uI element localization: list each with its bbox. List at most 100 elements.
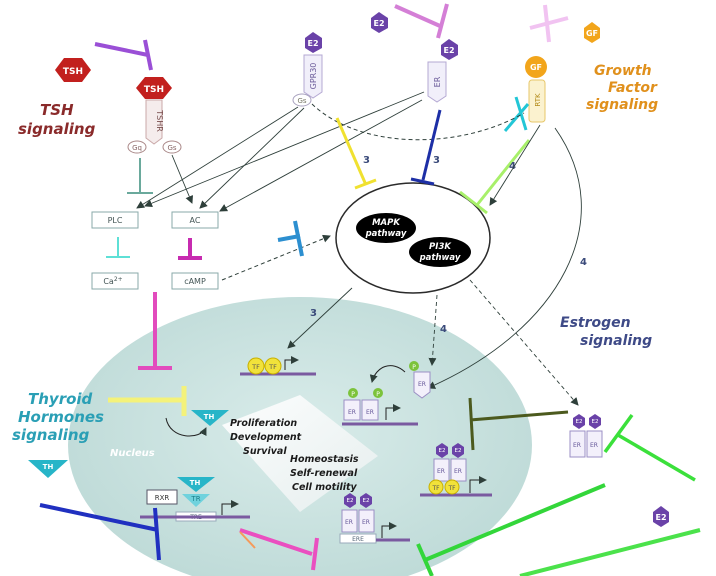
svg-text:TSHR: TSHR bbox=[155, 109, 164, 132]
svg-text:E2: E2 bbox=[363, 498, 370, 504]
inhibitor-plc bbox=[127, 158, 153, 194]
pi3k-pathway: PI3K pathway bbox=[409, 237, 471, 267]
svg-text:Self-renewal: Self-renewal bbox=[290, 468, 358, 479]
svg-text:P: P bbox=[351, 391, 355, 398]
gs-protein-tshr: Gs bbox=[162, 140, 182, 154]
svg-text:E2: E2 bbox=[307, 39, 318, 48]
inhibitor-er-dimer-green bbox=[603, 413, 696, 482]
outcomes-group-1: Proliferation Development Survival bbox=[230, 418, 302, 457]
svg-text:P: P bbox=[376, 391, 380, 398]
th-nuclear: TH bbox=[191, 410, 229, 426]
inhibitor-ere-green-ext bbox=[519, 528, 701, 576]
svg-text:ERE: ERE bbox=[352, 536, 364, 543]
svg-text:TF: TF bbox=[447, 485, 456, 492]
outcomes-group-2: Homeostasis Self-renewal Cell motility bbox=[290, 454, 359, 493]
inhibitor-er-olive bbox=[468, 397, 569, 451]
svg-text:E2: E2 bbox=[347, 498, 354, 504]
svg-text:ER: ER bbox=[573, 442, 581, 449]
tsh-ligand-bound: TSH bbox=[136, 77, 172, 99]
inhibitor-ere-green bbox=[416, 483, 606, 576]
tsh-signaling-label: TSH signaling bbox=[18, 101, 96, 138]
svg-text:TF: TF bbox=[268, 363, 277, 371]
svg-text:Thyroid: Thyroid bbox=[28, 390, 93, 408]
svg-text:Proliferation: Proliferation bbox=[230, 418, 297, 429]
svg-text:ER: ER bbox=[418, 381, 426, 388]
growth-factor-signaling-label: Growth Factor signaling bbox=[586, 63, 658, 113]
th-cycle-arrow bbox=[165, 417, 207, 437]
step-3-er: 3 bbox=[433, 155, 440, 166]
inhibitor-nuclear-yellow bbox=[108, 386, 187, 416]
camp-box: cAMP bbox=[171, 272, 219, 290]
step-4-rtk: 4 bbox=[509, 161, 516, 172]
inhibitor-camp bbox=[178, 238, 202, 260]
svg-text:GF: GF bbox=[530, 63, 542, 72]
e2-ligand-top: E2 bbox=[371, 12, 388, 33]
svg-text:MAPK: MAPK bbox=[372, 218, 401, 228]
rtk-receptor: RTK bbox=[528, 79, 546, 123]
svg-text:E2: E2 bbox=[592, 419, 599, 425]
svg-text:Homeostasis: Homeostasis bbox=[290, 454, 359, 465]
plc-box: PLC bbox=[91, 211, 139, 229]
er-receptor-membrane: ER bbox=[427, 61, 447, 103]
er-dimerization-arrow bbox=[369, 365, 406, 383]
e2-ligand-bottom: E2 bbox=[653, 506, 669, 527]
svg-text:TR: TR bbox=[190, 495, 200, 503]
mapk-pathway: MAPK pathway bbox=[356, 213, 416, 243]
svg-text:AC: AC bbox=[190, 216, 201, 225]
svg-text:ER: ER bbox=[366, 409, 374, 416]
svg-text:RXR: RXR bbox=[155, 494, 170, 502]
svg-text:TF: TF bbox=[431, 485, 440, 492]
svg-text:Gs: Gs bbox=[297, 97, 306, 105]
gpr30-rtk-crosstalk bbox=[311, 103, 525, 141]
svg-text:signaling: signaling bbox=[580, 333, 652, 349]
inhibitor-tr-blue bbox=[39, 503, 161, 561]
tshr-receptor: TSHR bbox=[145, 99, 164, 145]
svg-text:TSH: TSH bbox=[40, 101, 74, 119]
step-3-tf: 3 bbox=[310, 308, 317, 319]
svg-text:pathway: pathway bbox=[419, 253, 461, 263]
inhibitor-er bbox=[394, 3, 449, 39]
svg-text:ER: ER bbox=[437, 468, 445, 475]
mapk-to-tf-arrow bbox=[287, 287, 353, 349]
tf-dimer-gene: TF TF bbox=[240, 356, 316, 376]
er-monomer-phospho: ER P bbox=[409, 361, 431, 399]
inhibitor-mapk-gpr30 bbox=[335, 117, 377, 190]
svg-text:signaling: signaling bbox=[12, 426, 90, 444]
svg-text:Growth: Growth bbox=[594, 63, 652, 79]
e2-er-tf-complex: E2 E2 ER ER TF TF bbox=[420, 443, 492, 497]
step-3-gpr30: 3 bbox=[363, 155, 370, 166]
svg-text:RTK: RTK bbox=[534, 93, 542, 107]
svg-text:TH: TH bbox=[204, 413, 215, 421]
e2-ligand-gpr30: E2 bbox=[305, 32, 322, 53]
inhibitor-tre-pink-stub bbox=[239, 531, 256, 549]
svg-text:Development: Development bbox=[230, 432, 302, 443]
inhibitor-rtk bbox=[503, 96, 530, 132]
inhibitor-camp-mapk bbox=[277, 220, 304, 257]
th-ligand-free: TH bbox=[28, 460, 68, 478]
gf-ligand-top: GF bbox=[584, 22, 600, 43]
gf-ligand-bound: GF bbox=[525, 56, 547, 78]
svg-text:GPR30: GPR30 bbox=[309, 63, 318, 90]
svg-text:ER: ER bbox=[362, 519, 370, 526]
svg-text:E2: E2 bbox=[439, 448, 446, 454]
svg-text:P: P bbox=[412, 364, 416, 371]
camp-to-mapk-arrow bbox=[221, 234, 331, 281]
svg-text:E2: E2 bbox=[443, 46, 454, 55]
svg-text:Ca2+: Ca2+ bbox=[103, 276, 122, 286]
svg-text:TH: TH bbox=[43, 463, 54, 471]
svg-text:E2: E2 bbox=[373, 19, 384, 28]
mapk-pi3k-compartment bbox=[335, 182, 491, 294]
svg-text:signaling: signaling bbox=[586, 97, 658, 113]
svg-text:E2: E2 bbox=[576, 419, 583, 425]
svg-text:E2: E2 bbox=[655, 513, 666, 522]
svg-text:Estrogen: Estrogen bbox=[560, 315, 631, 331]
svg-text:ER: ER bbox=[348, 409, 356, 416]
svg-text:ER: ER bbox=[454, 468, 462, 475]
e2-er-dimer-cytoplasm: E2 E2 ER ER bbox=[569, 414, 603, 458]
nucleus-label: Nucleus bbox=[110, 448, 155, 459]
step-4-long: 4 bbox=[580, 257, 587, 268]
svg-text:ER: ER bbox=[433, 76, 442, 87]
inhibitor-ca bbox=[106, 237, 130, 258]
svg-text:cAMP: cAMP bbox=[184, 277, 206, 286]
